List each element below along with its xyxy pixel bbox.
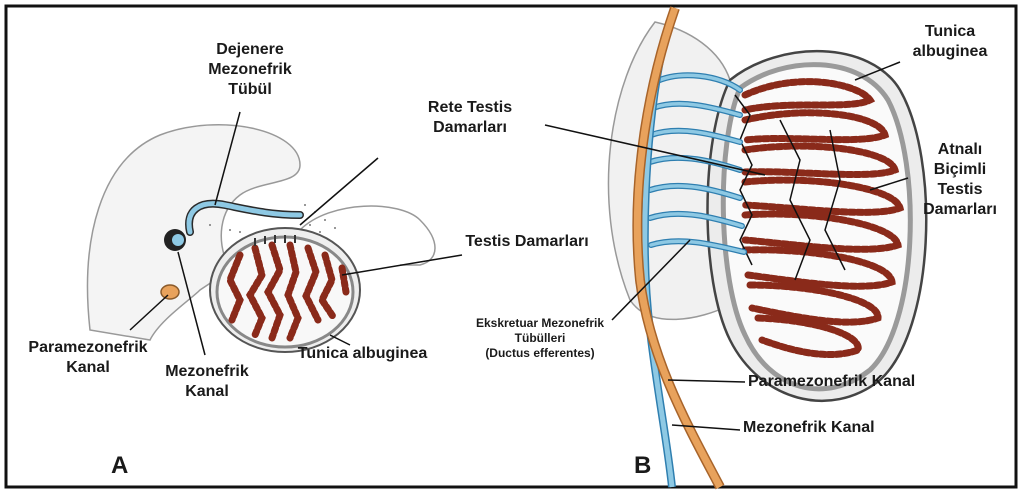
- paramesonephric-duct-section-a: [161, 285, 179, 299]
- label-tunica-albuginea-a: Tunica albuginea: [280, 344, 445, 364]
- label-paramezonefrik-kanal-a: Paramezonefrik Kanal: [18, 338, 158, 378]
- label-rete-testis-damarlari: Rete Testis Damarları: [400, 98, 540, 138]
- label-mezonefrik-kanal-a: Mezonefrik Kanal: [152, 362, 262, 402]
- label-atnali-bicimli: Atnalı Biçimli Testis Damarları: [905, 140, 1015, 220]
- mesonephric-duct-lumen-a: [172, 234, 184, 246]
- label-ekskretuar: Ekskretuar Mezonefrik Tübülleri (Ductus …: [450, 316, 630, 361]
- label-paramezonefrik-kanal-b: Paramezonefrik Kanal: [748, 372, 988, 392]
- panel-label-b: B: [634, 452, 651, 480]
- label-tunica-albuginea-b: Tunica albuginea: [895, 22, 1005, 62]
- panel-label-a: A: [111, 452, 128, 480]
- label-testis-damarlari: Testis Damarları: [452, 232, 602, 252]
- label-mezonefrik-kanal-b: Mezonefrik Kanal: [743, 418, 943, 438]
- label-dejenere-mezonefrik-tubul: Dejenere Mezonefrik Tübül: [190, 40, 310, 100]
